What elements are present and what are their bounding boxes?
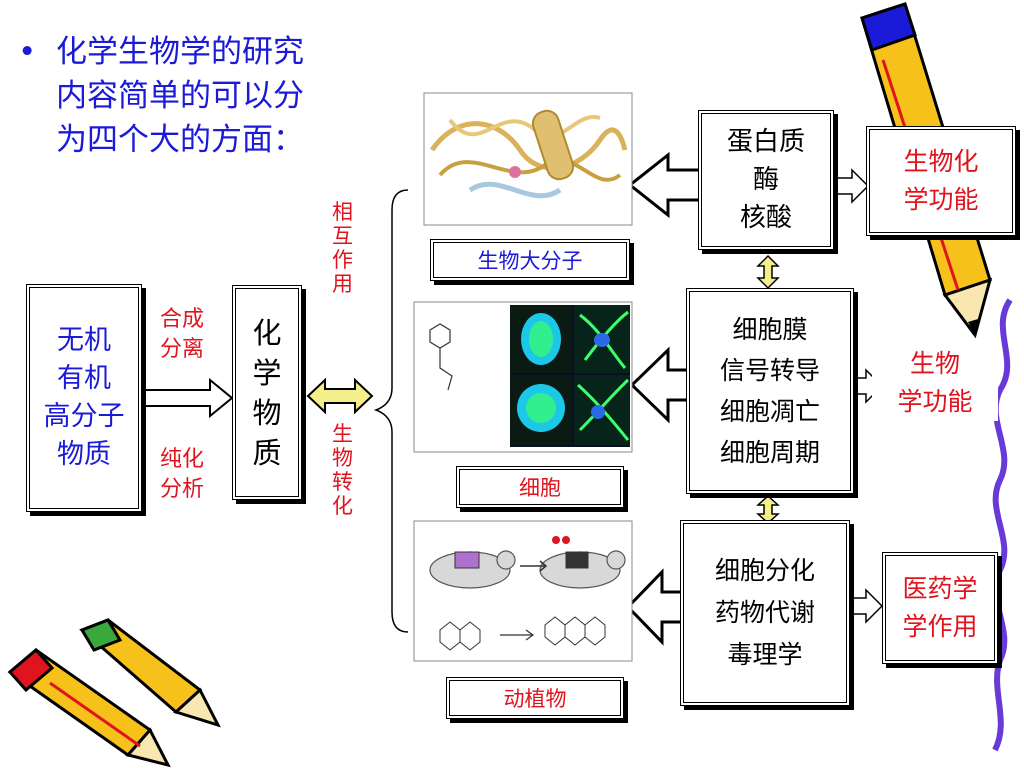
intro-line: 化学生物学的研究 — [56, 34, 304, 70]
arrow-content1-to-image1 — [627, 151, 702, 219]
label-cell: 细胞 — [456, 466, 624, 508]
vdouble-arrow-1 — [756, 254, 780, 290]
label-macromolecule: 生物大分子 — [430, 239, 630, 281]
intro-line: 为四个大的方面： — [56, 122, 304, 158]
chem-char: 化 — [252, 315, 282, 350]
vdouble-arrow-2 — [756, 494, 780, 525]
cell-microscopy-image — [413, 301, 633, 453]
chem-char: 物 — [252, 395, 282, 430]
arrow-content2-to-image2 — [629, 346, 690, 424]
chem-char: 学 — [252, 355, 282, 390]
bracket — [373, 189, 409, 633]
double-arrow-chem-bracket — [306, 377, 374, 415]
mouse-experiment-image — [413, 520, 633, 662]
content-box-cell: 细胞膜 信号转导 细胞凋亡 细胞周期 — [686, 288, 854, 494]
bullet: • — [18, 34, 37, 70]
arrow-content3-to-function3 — [851, 588, 884, 624]
source-line: 有机 — [57, 363, 111, 394]
source-substance-box: 无机 有机 高分子 物质 — [26, 284, 142, 512]
label-organism: 动植物 — [446, 677, 624, 719]
content-box-macromolecule: 蛋白质 酶 核酸 — [698, 110, 834, 250]
intro-line: 内容简单的可以分 — [56, 78, 304, 114]
arrow-content3-to-image3 — [625, 568, 684, 646]
process-label-purification: 纯化 分析 — [160, 447, 205, 502]
pencils-icon — [7, 618, 221, 768]
source-line: 物质 — [57, 439, 111, 470]
process-label-synthesis: 合成 分离 — [160, 307, 205, 362]
function-box-biological: 生物 学功能 — [872, 345, 998, 421]
chem-char: 质 — [252, 435, 282, 470]
protein-structure-image — [423, 92, 633, 226]
wavy-line-decoration — [992, 298, 1013, 752]
arrow-content1-to-function1 — [835, 168, 870, 204]
source-line: 无机 — [57, 325, 111, 356]
arrow-source-to-chem — [142, 377, 234, 419]
function-box-biochemical: 生物化 学功能 — [866, 126, 1016, 236]
source-line: 高分子 — [43, 401, 125, 432]
interaction-label: 相 互 作 用 — [332, 200, 353, 297]
chem-substance-box: 化 学 物 质 — [232, 285, 302, 500]
transformation-label: 生 物 转 化 — [332, 422, 353, 519]
function-box-medical: 医药学 学作用 — [882, 552, 998, 664]
content-box-organism: 细胞分化 药物代谢 毒理学 — [680, 520, 850, 706]
